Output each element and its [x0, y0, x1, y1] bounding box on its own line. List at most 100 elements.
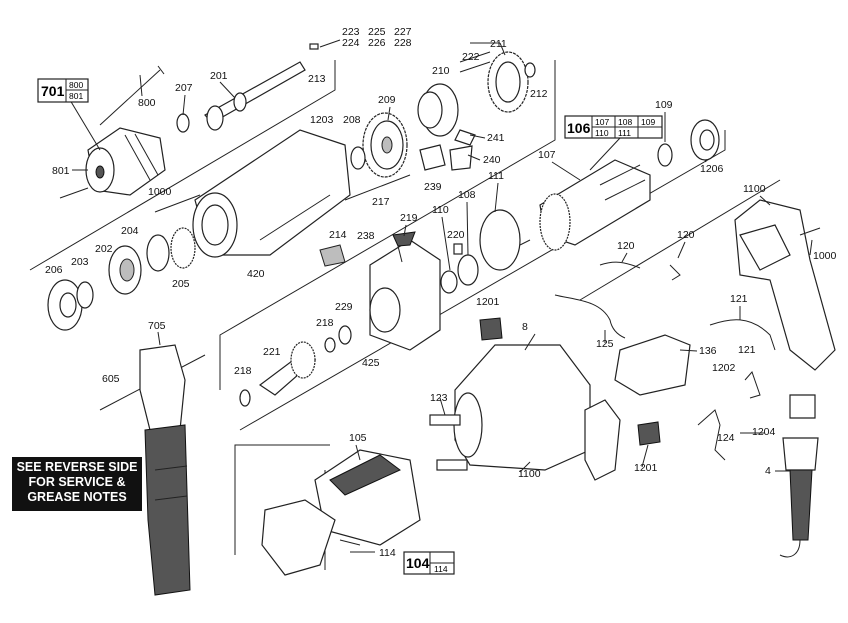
bearing-stack: [47, 227, 196, 331]
spindle-parts: [176, 43, 319, 133]
kit-106-sub-110: 110: [595, 128, 609, 138]
kit-701-sub-801: 801: [69, 91, 83, 101]
label-228: 228: [394, 37, 412, 49]
kit-box-106: 106 107 108 109 110 111: [564, 115, 663, 139]
label-203: 203: [71, 256, 89, 268]
label-221: 221: [263, 346, 281, 358]
label-214: 214: [329, 229, 347, 241]
motor-housing: [429, 344, 621, 481]
kit-106-sub-109: 109: [641, 117, 655, 127]
label-121-bottom: 121: [738, 344, 756, 356]
label-425: 425: [362, 357, 380, 369]
gear-209: [350, 112, 408, 178]
label-800: 800: [138, 97, 156, 109]
label-705: 705: [148, 320, 166, 332]
label-211: 211: [490, 38, 507, 50]
label-121-top: 121: [730, 293, 748, 305]
label-110: 110: [432, 204, 449, 216]
label-209: 209: [378, 94, 396, 106]
label-240: 240: [483, 154, 501, 166]
service-notice: SEE REVERSE SIDE FOR SERVICE & GREASE NO…: [12, 457, 142, 511]
label-225: 225: [368, 26, 386, 38]
side-handle: [99, 344, 206, 596]
label-204: 204: [121, 225, 139, 237]
label-1000-top: 1000: [148, 186, 172, 198]
label-218-bottom: 218: [234, 365, 252, 377]
label-212: 212: [530, 88, 548, 100]
label-217: 217: [372, 196, 390, 208]
label-238: 238: [357, 230, 375, 242]
label-105: 105: [349, 432, 367, 444]
label-111: 111: [488, 170, 504, 182]
kit-box-701: 701 800 801: [37, 78, 89, 103]
label-4: 4: [765, 465, 771, 477]
label-226: 226: [368, 37, 386, 49]
label-108: 108: [458, 189, 476, 201]
label-222: 222: [462, 51, 480, 63]
label-120-left: 120: [617, 240, 635, 252]
armature-107: [457, 119, 720, 286]
label-227: 227: [394, 26, 412, 38]
pinion-221: [239, 341, 317, 407]
label-229: 229: [335, 301, 353, 313]
label-210: 210: [432, 65, 450, 77]
label-114: 114: [379, 547, 396, 559]
label-125: 125: [596, 338, 614, 350]
label-1201-top: 1201: [476, 296, 500, 308]
label-107: 107: [538, 149, 556, 161]
label-224: 224: [342, 37, 360, 49]
label-239: 239: [424, 181, 442, 193]
label-223: 223: [342, 26, 360, 38]
label-1204: 1204: [752, 426, 776, 438]
label-201: 201: [210, 70, 228, 82]
gear-case: [154, 129, 411, 258]
label-8: 8: [522, 321, 528, 333]
label-1100-bottom: 1100: [518, 468, 541, 480]
kit-box-104: 104 114: [403, 551, 455, 575]
handle-half-right: [734, 199, 836, 371]
switch-assembly: [479, 317, 691, 446]
callout-labels: 223 224 225 226 227 228 211 222 210 212 …: [45, 26, 837, 559]
leader-lines: [72, 39, 813, 553]
label-208: 208: [343, 114, 361, 126]
label-801: 801: [52, 165, 70, 177]
gear-210-assembly: [417, 51, 536, 171]
label-109: 109: [655, 99, 673, 111]
label-1000-right: 1000: [813, 250, 837, 262]
label-1203: 1203: [310, 114, 334, 126]
label-218-top: 218: [316, 317, 334, 329]
kit-106-sub-107: 107: [595, 117, 609, 127]
kit-104-main: 104: [406, 555, 430, 571]
field-assembly: [261, 449, 421, 576]
notice-line-3: GREASE NOTES: [27, 490, 127, 504]
label-206: 206: [45, 264, 63, 276]
notice-line-2: FOR SERVICE &: [28, 475, 126, 489]
label-120-right: 120: [677, 229, 695, 241]
label-220: 220: [447, 229, 465, 241]
kit-701-sub-800: 800: [69, 80, 83, 90]
label-205: 205: [172, 278, 190, 290]
notice-line-1: SEE REVERSE SIDE: [16, 460, 138, 474]
label-202: 202: [95, 243, 113, 255]
label-219: 219: [400, 212, 418, 224]
kit-106-sub-111: 111: [618, 128, 631, 138]
label-420: 420: [247, 268, 265, 280]
label-136: 136: [699, 345, 717, 357]
label-207: 207: [175, 82, 193, 94]
label-241: 241: [487, 132, 505, 144]
label-1201-bottom: 1201: [634, 462, 658, 474]
label-213: 213: [308, 73, 326, 85]
label-1100-top: 1100: [743, 183, 766, 195]
cord-set: [779, 394, 819, 558]
kit-104-sub-114: 114: [434, 564, 448, 574]
wire-leads: [554, 261, 776, 461]
label-1206: 1206: [700, 163, 724, 175]
label-123: 123: [430, 392, 448, 404]
label-605: 605: [102, 373, 120, 385]
label-1202: 1202: [712, 362, 736, 374]
gear-housing: [319, 231, 463, 353]
kit-106-sub-108: 108: [618, 117, 632, 127]
kit-106-main: 106: [567, 120, 591, 136]
kit-701-main: 701: [41, 83, 65, 99]
